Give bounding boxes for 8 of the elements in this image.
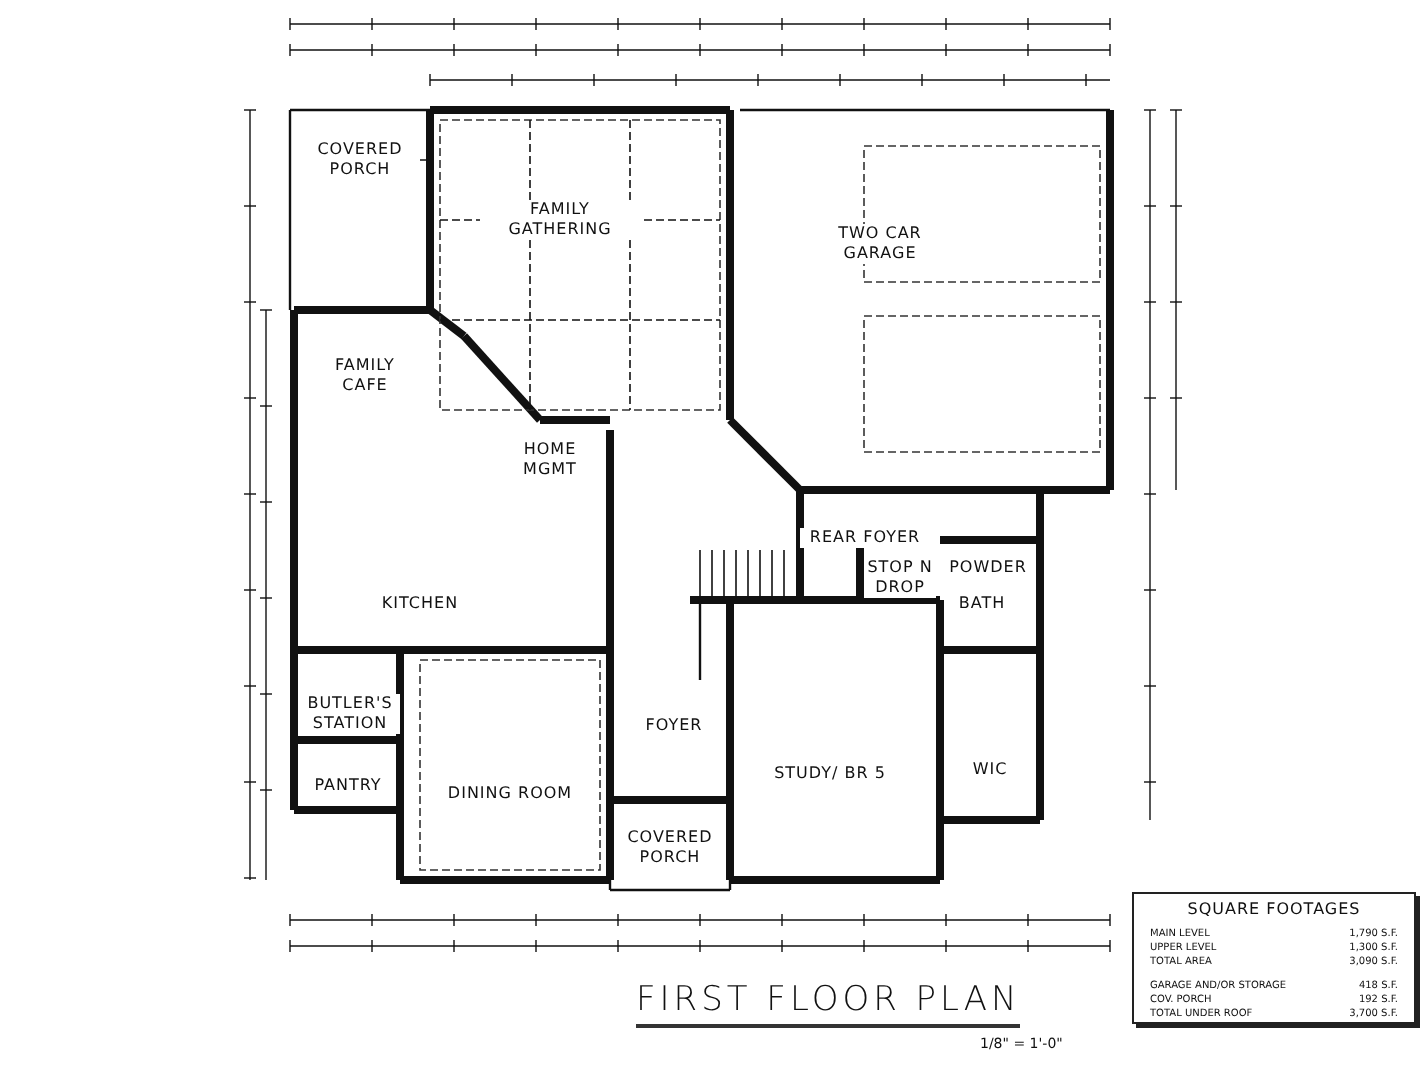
room-label: STUDY/ BR 5 xyxy=(770,764,890,784)
room-label: STOP N DROP xyxy=(864,558,936,598)
area-table xyxy=(1132,892,1416,1024)
room-label: POWDER xyxy=(946,558,1030,578)
plan-title: FIRST FLOOR PLAN xyxy=(636,980,1021,1028)
room-label: COVERED PORCH xyxy=(300,140,420,180)
table-heading: SQUARE FOOTAGES xyxy=(1185,900,1363,918)
room-label: FAMILY GATHERING xyxy=(480,200,640,240)
